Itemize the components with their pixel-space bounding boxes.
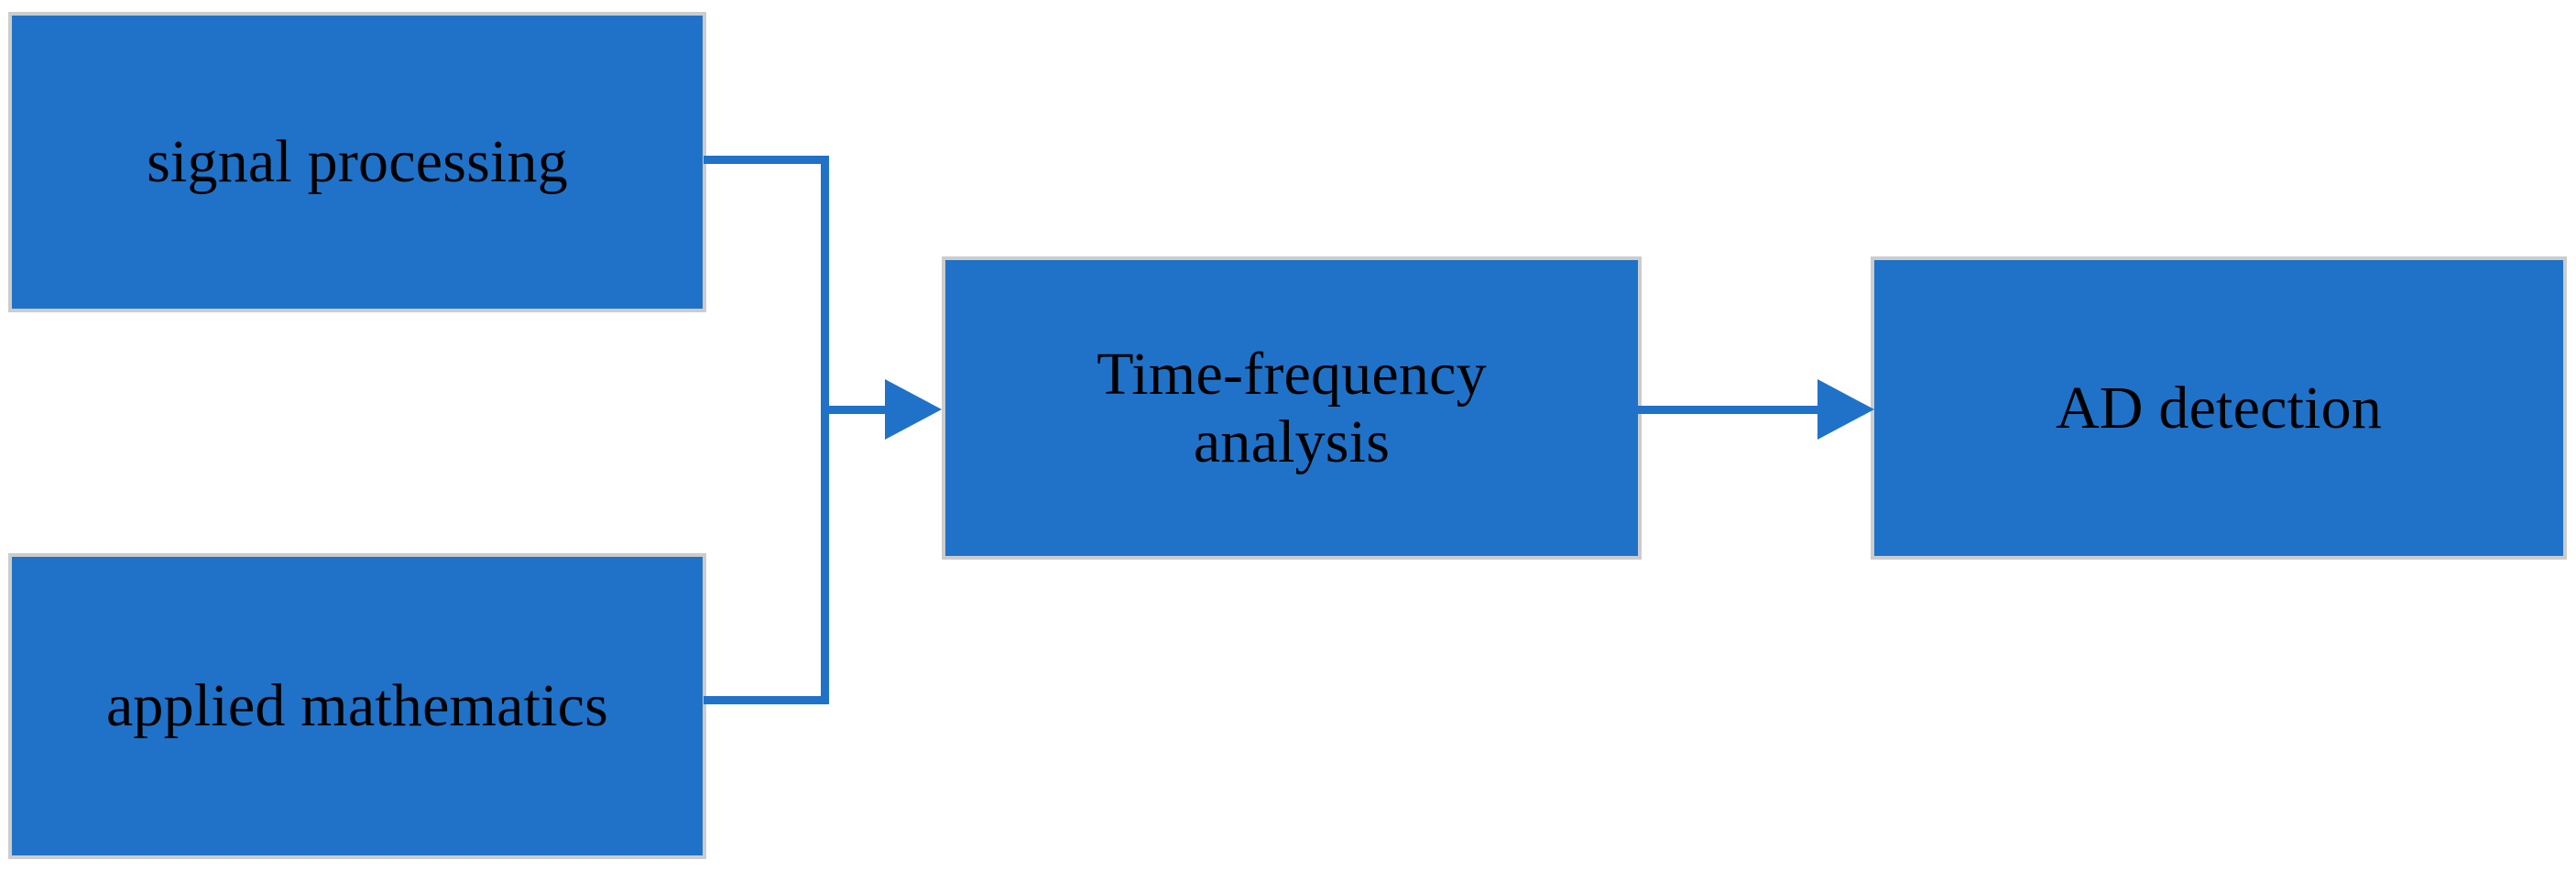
connector-signal-processing-horizontal — [704, 156, 829, 164]
node-ad-detection-label: AD detection — [2055, 374, 2383, 441]
node-time-frequency-analysis-label: Time-frequency analysis — [1097, 340, 1487, 475]
arrow-to-ad-detection-head-icon — [1817, 379, 1874, 440]
connector-merge-vertical-bus — [821, 156, 829, 704]
node-time-frequency-analysis[interactable]: Time-frequency analysis — [942, 256, 1642, 560]
node-applied-mathematics[interactable]: applied mathematics — [8, 553, 706, 859]
arrow-to-time-frequency-analysis-head-icon — [885, 379, 942, 440]
node-signal-processing-label: signal processing — [147, 128, 568, 196]
node-applied-mathematics-label: applied mathematics — [105, 672, 609, 740]
arrow-to-time-frequency-analysis-shaft — [821, 406, 892, 414]
node-ad-detection[interactable]: AD detection — [1871, 256, 2567, 560]
connector-applied-mathematics-horizontal — [704, 696, 829, 704]
arrow-to-ad-detection-shaft — [1638, 406, 1821, 414]
node-signal-processing[interactable]: signal processing — [8, 12, 706, 312]
